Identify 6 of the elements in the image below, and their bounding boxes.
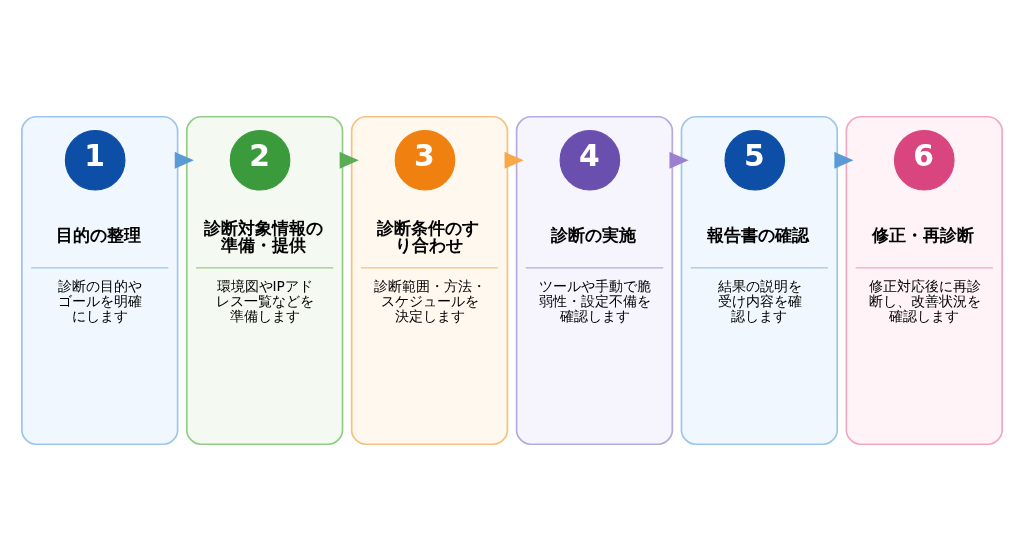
node-circle: 6 (893, 129, 955, 191)
node-circle: 4 (559, 129, 621, 191)
node-circle: 1 (64, 129, 126, 191)
node-circle: 2 (229, 129, 291, 191)
node-circle: 3 (394, 129, 456, 191)
node-circle: 5 (724, 129, 786, 191)
